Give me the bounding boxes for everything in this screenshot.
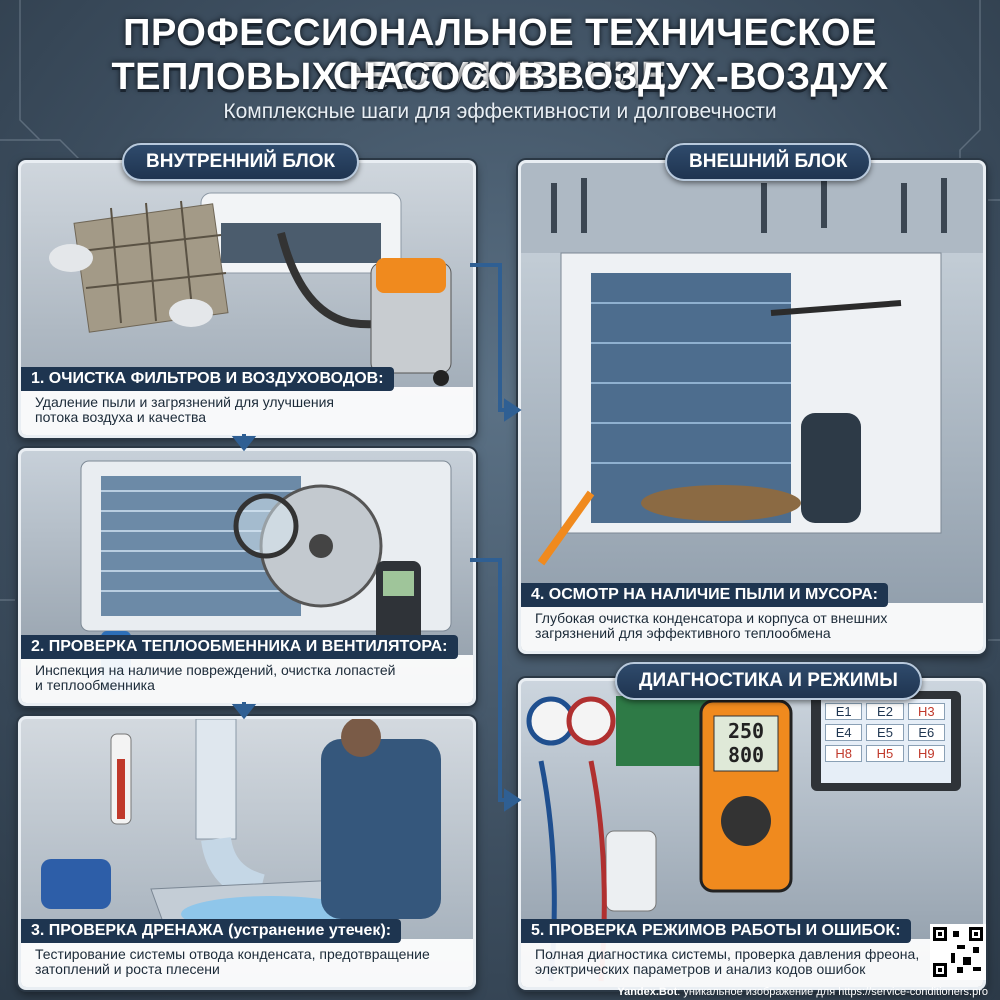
compressor	[801, 413, 861, 523]
step4-illustration	[521, 163, 983, 566]
footer-brand: Yandex.Bot	[617, 986, 678, 998]
page-subtitle: Комплексные шаги для эффективности и дол…	[223, 100, 777, 123]
step4-desc-line2: загрязнений для эффективного теплообмена	[535, 625, 831, 641]
error-code: H3	[907, 703, 945, 720]
error-code: H9	[907, 745, 945, 762]
technician	[321, 739, 441, 919]
step4-panel: 4. ОСМОТР НА НАЛИЧИЕ ПЫЛИ И МУСОРА: Глуб…	[518, 160, 986, 654]
error-code: E1	[825, 703, 863, 720]
step3-caption: 3. ПРОВЕРКА ДРЕНАЖА (устранение утечек):…	[21, 919, 473, 987]
step2-illustration	[80, 460, 452, 691]
error-code: E6	[907, 724, 945, 741]
multimeter-line2: 800	[727, 743, 765, 767]
step5-desc-line2: электрических параметров и анализ кодов …	[535, 961, 866, 977]
step5-desc-line1: Полная диагностика системы, проверка дав…	[535, 946, 920, 962]
error-code: H8	[825, 745, 863, 762]
step3-desc-line2: затоплений и роста плесени	[35, 961, 220, 977]
step1-desc-line1: Удаление пыли и загрязнений для улучшени…	[35, 394, 335, 410]
step2-desc-line1: Инспекция на наличие повреждений, очистк…	[35, 662, 396, 678]
magnifier-icon	[233, 493, 299, 559]
multimeter-line1: 250	[727, 719, 765, 743]
step1-title: 1. ОЧИСТКА ФИЛЬТРОВ И ВОЗДУХОВОДОВ:	[21, 367, 394, 391]
step5-caption: 5. ПРОВЕРКА РЕЖИМОВ РАБОТЫ И ОШИБОК: Пол…	[521, 919, 983, 987]
section-indoor-label: ВНУТРЕННИЙ БЛОК	[122, 143, 360, 181]
error-code: E2	[866, 703, 904, 720]
multimeter-display: 250 800	[717, 719, 775, 767]
error-code: E5	[866, 724, 904, 741]
footer-text: : уникальное изображение для https://ser…	[677, 986, 988, 998]
section-diagnostics-label: ДИАГНОСТИКА И РЕЖИМЫ	[615, 662, 922, 700]
section-outdoor-label: ВНЕШНИЙ БЛОК	[665, 143, 872, 181]
page-title-line1: ПРОФЕССИОНАЛЬНОЕ ТЕХНИЧЕСКОЕ ОБСЛУЖИВАНИ…	[123, 12, 877, 97]
step2-panel: 2. ПРОВЕРКА ТЕПЛООБМЕННИКА И ВЕНТИЛЯТОРА…	[18, 448, 476, 706]
step3-panel: 3. ПРОВЕРКА ДРЕНАЖА (устранение утечек):…	[18, 716, 476, 990]
page-title-line2: ТЕПЛОВЫХ НАСОСОВ ВОЗДУХ-ВОЗДУХ	[111, 56, 889, 98]
step4-caption: 4. ОСМОТР НА НАЛИЧИЕ ПЫЛИ И МУСОРА: Глуб…	[521, 583, 983, 651]
step1-desc-line2: потока воздуха и качества	[35, 409, 207, 425]
step2-desc-line2: и теплообменника	[35, 677, 155, 693]
qr-code-icon[interactable]	[930, 924, 986, 980]
step3-title: 3. ПРОВЕРКА ДРЕНАЖА (устранение утечек):	[21, 919, 402, 943]
step2-caption: 2. ПРОВЕРКА ТЕПЛООБМЕННИКА И ВЕНТИЛЯТОРА…	[21, 635, 473, 703]
step3-desc-line1: Тестирование системы отвода конденсата, …	[35, 946, 430, 962]
footer: Yandex.Bot: уникальное изображение для h…	[617, 986, 988, 998]
step1-illustration	[49, 192, 452, 386]
error-code: H5	[866, 745, 904, 762]
error-code: E4	[825, 724, 863, 741]
step2-title: 2. ПРОВЕРКА ТЕПЛООБМЕННИКА И ВЕНТИЛЯТОРА…	[21, 635, 458, 659]
vacuum-lid	[376, 258, 446, 293]
step4-title: 4. ОСМОТР НА НАЛИЧИЕ ПЫЛИ И МУСОРА:	[521, 583, 888, 607]
step5-title: 5. ПРОВЕРКА РЕЖИМОВ РАБОТЫ И ОШИБОК:	[521, 919, 911, 943]
step4-desc-line1: Глубокая очистка конденсатора и корпуса …	[535, 610, 888, 626]
step1-caption: 1. ОЧИСТКА ФИЛЬТРОВ И ВОЗДУХОВОДОВ: Удал…	[21, 367, 473, 435]
